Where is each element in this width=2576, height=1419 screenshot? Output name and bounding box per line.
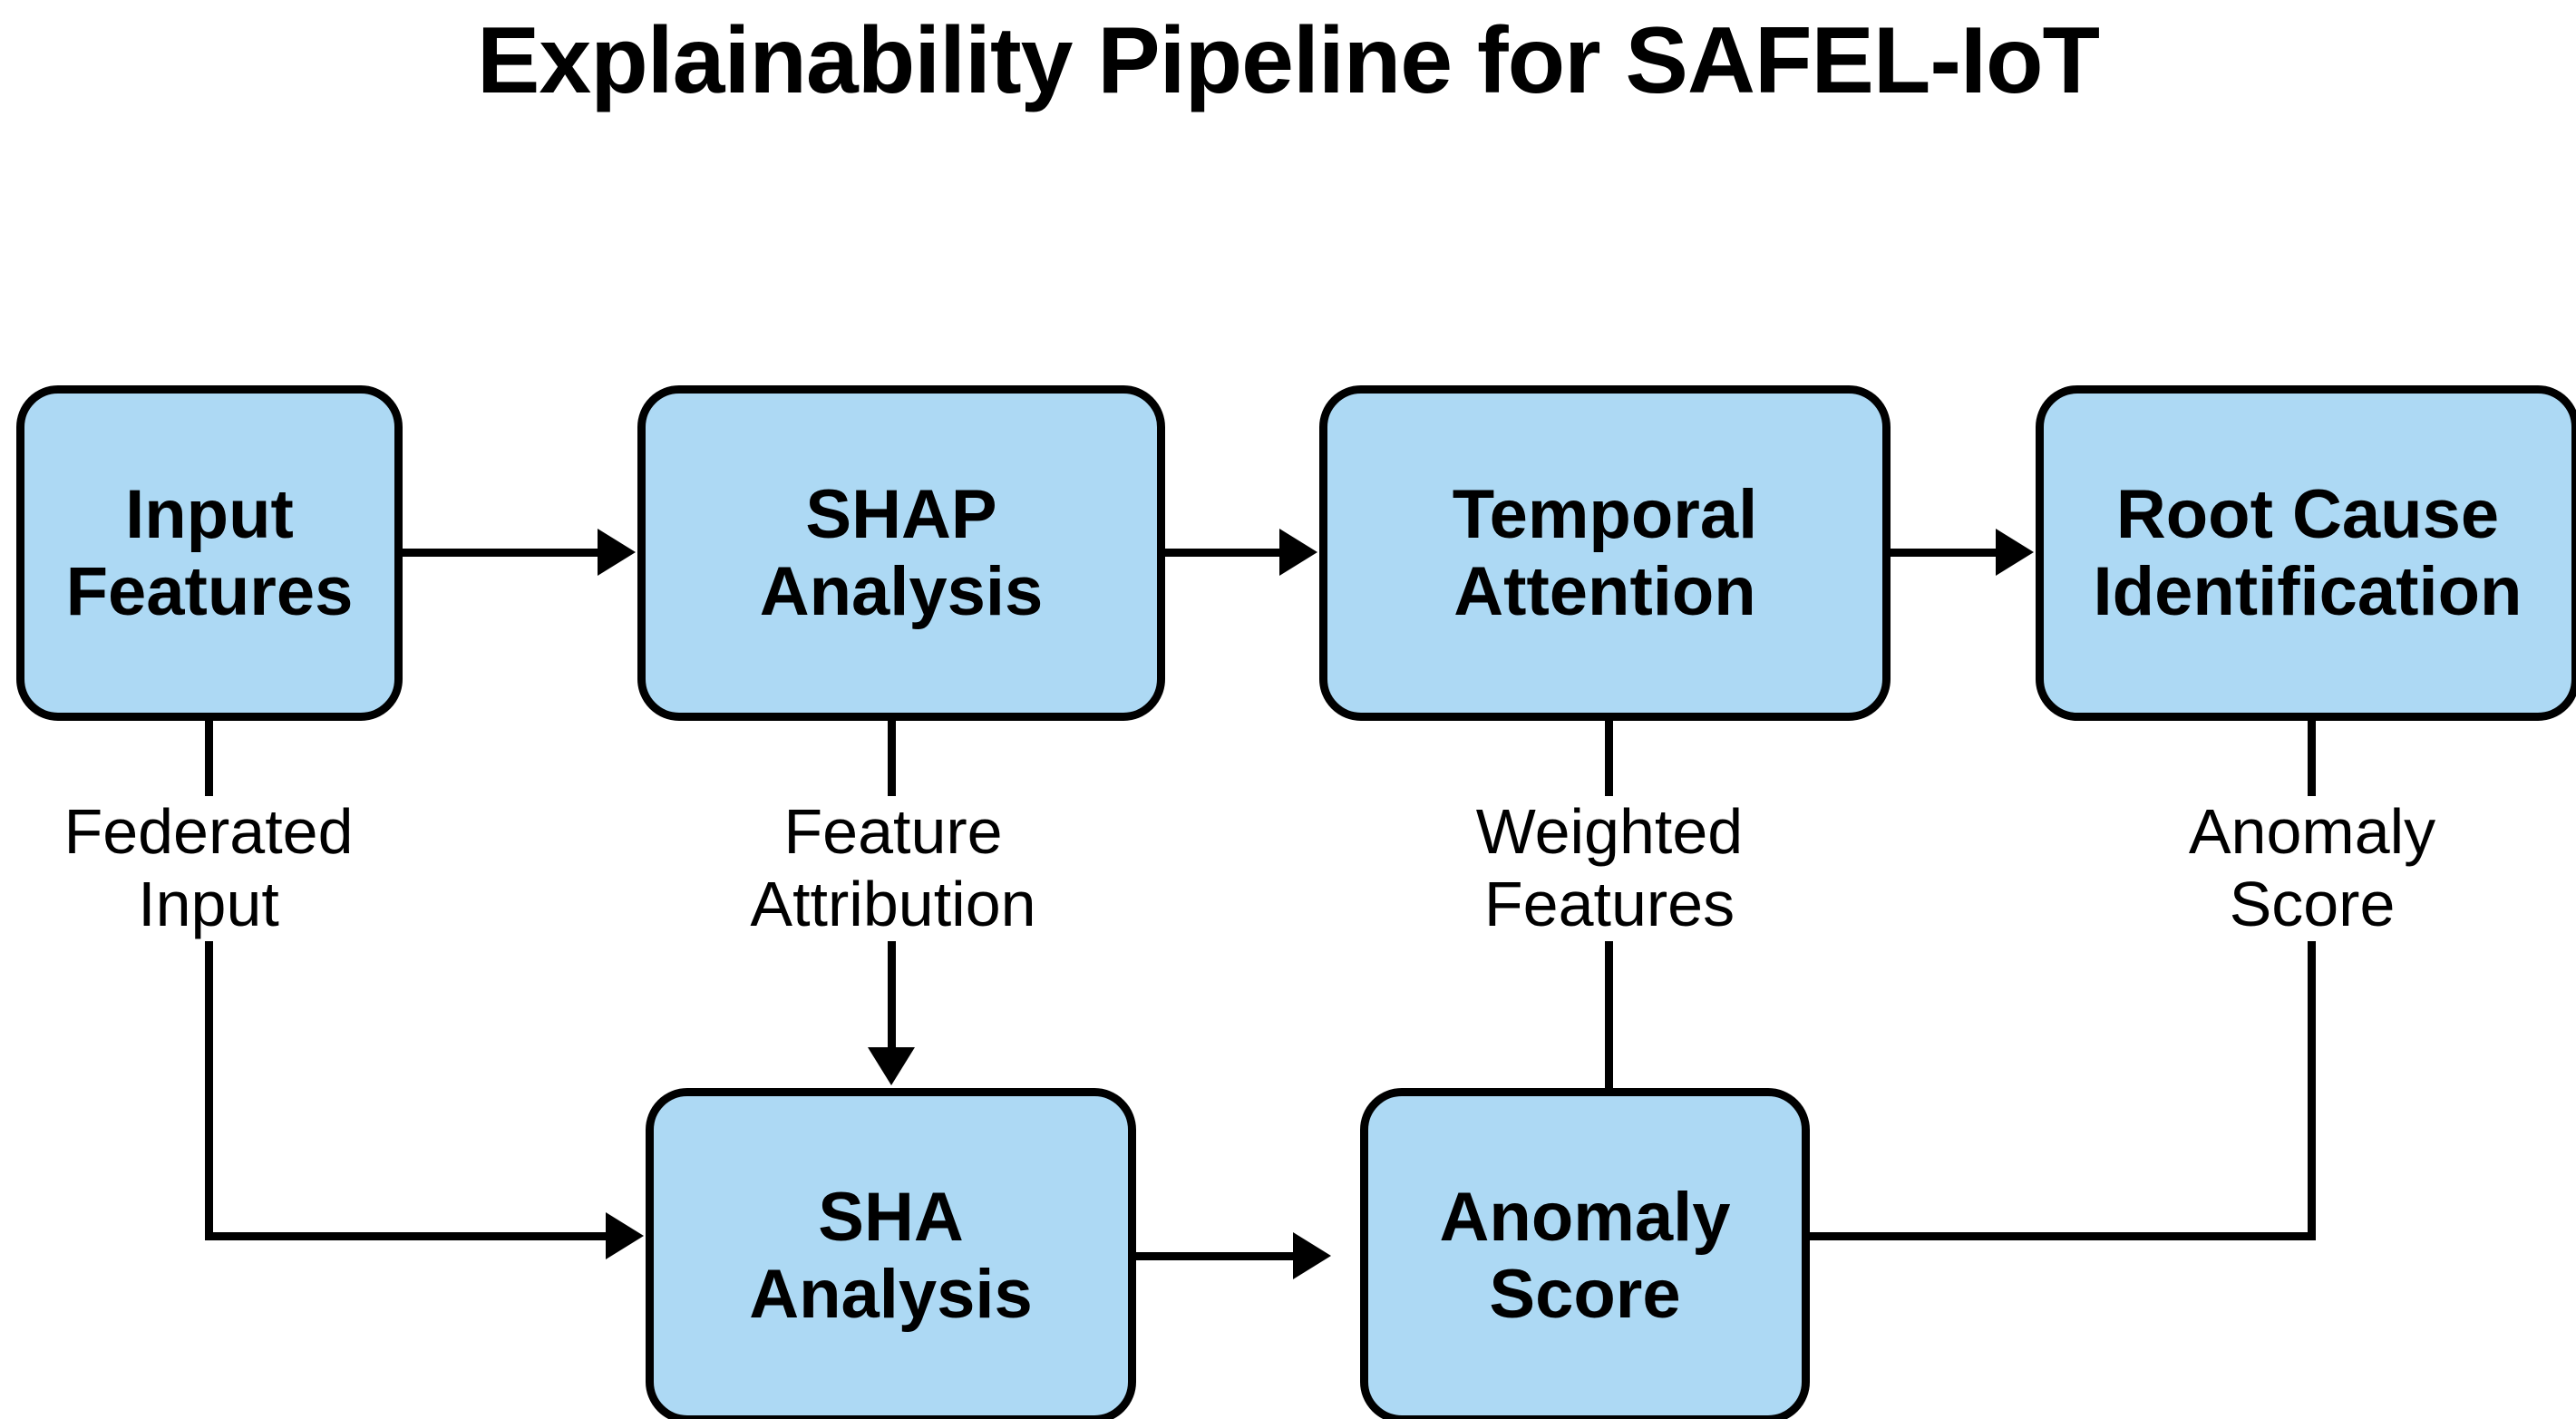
edge-label-anomaly-score-line1: Anomaly — [2188, 796, 2436, 867]
node-input-features[interactable]: Input Features — [16, 385, 403, 721]
edge-sha-to-anomaly-arrowhead-icon — [1293, 1232, 1331, 1279]
edge-label-anomaly-score-line2: Score — [2229, 868, 2396, 939]
edge-label-federated-input-line2: Input — [138, 868, 279, 939]
node-root-cause-line1: Root Cause — [2115, 475, 2500, 553]
edge-label-federated-input: Federated Input — [0, 796, 417, 941]
node-root-cause-identification[interactable]: Root Cause Identification — [2036, 385, 2576, 721]
node-input-features-line1: Input — [125, 475, 294, 553]
edge-label-feature-attribution-line1: Feature — [783, 796, 1003, 867]
node-sha-analysis-line1: SHA — [818, 1178, 964, 1256]
node-temporal-attention[interactable]: Temporal Attention — [1319, 385, 1891, 721]
node-input-features-line2: Features — [65, 553, 354, 630]
edge-anomaly-score-horizontal — [1804, 1232, 2316, 1240]
node-shap-analysis-line1: SHAP — [805, 475, 997, 553]
node-anomaly-score[interactable]: Anomaly Score — [1360, 1088, 1810, 1419]
edge-label-feature-attribution-line2: Attribution — [750, 868, 1036, 939]
node-sha-analysis-line2: Analysis — [749, 1256, 1033, 1333]
edge-input-to-shap-arrowhead-icon — [598, 529, 636, 576]
edge-shap-to-temporal-arrowhead-icon — [1279, 529, 1317, 576]
edge-temporal-to-rootcause-arrowhead-icon — [1996, 529, 2034, 576]
edge-shap-to-temporal-line — [1165, 549, 1281, 557]
node-anomaly-score-line1: Anomaly — [1439, 1178, 1731, 1256]
node-temporal-attention-line2: Attention — [1453, 553, 1756, 630]
edge-temporal-to-rootcause-line — [1891, 549, 1998, 557]
edge-label-weighted-features-line2: Features — [1483, 868, 1735, 939]
node-root-cause-line2: Identification — [2093, 553, 2523, 630]
edge-federated-input-arrowhead-icon — [606, 1212, 644, 1259]
edge-federated-input-horizontal — [205, 1232, 622, 1240]
edge-label-feature-attribution: Feature Attribution — [671, 796, 1115, 941]
node-shap-analysis-line2: Analysis — [759, 553, 1044, 630]
edge-label-anomaly-score: Anomaly Score — [2104, 796, 2521, 941]
edge-feature-attribution-arrowhead-icon — [868, 1047, 915, 1085]
edge-label-federated-input-line1: Federated — [63, 796, 354, 867]
node-sha-analysis[interactable]: SHA Analysis — [646, 1088, 1136, 1419]
page-title: Explainability Pipeline for SAFEL-IoT — [477, 8, 2100, 113]
node-shap-analysis[interactable]: SHAP Analysis — [637, 385, 1165, 721]
node-temporal-attention-line1: Temporal — [1452, 475, 1758, 553]
edge-sha-to-anomaly-line — [1136, 1252, 1295, 1260]
edge-label-weighted-features: Weighted Features — [1387, 796, 1832, 941]
edge-anomaly-score-vertical — [2308, 721, 2316, 1240]
node-anomaly-score-line2: Score — [1489, 1256, 1681, 1333]
edge-label-weighted-features-line1: Weighted — [1475, 796, 1744, 867]
edge-input-to-shap-line — [403, 549, 599, 557]
edge-federated-input-vertical — [205, 721, 213, 1240]
